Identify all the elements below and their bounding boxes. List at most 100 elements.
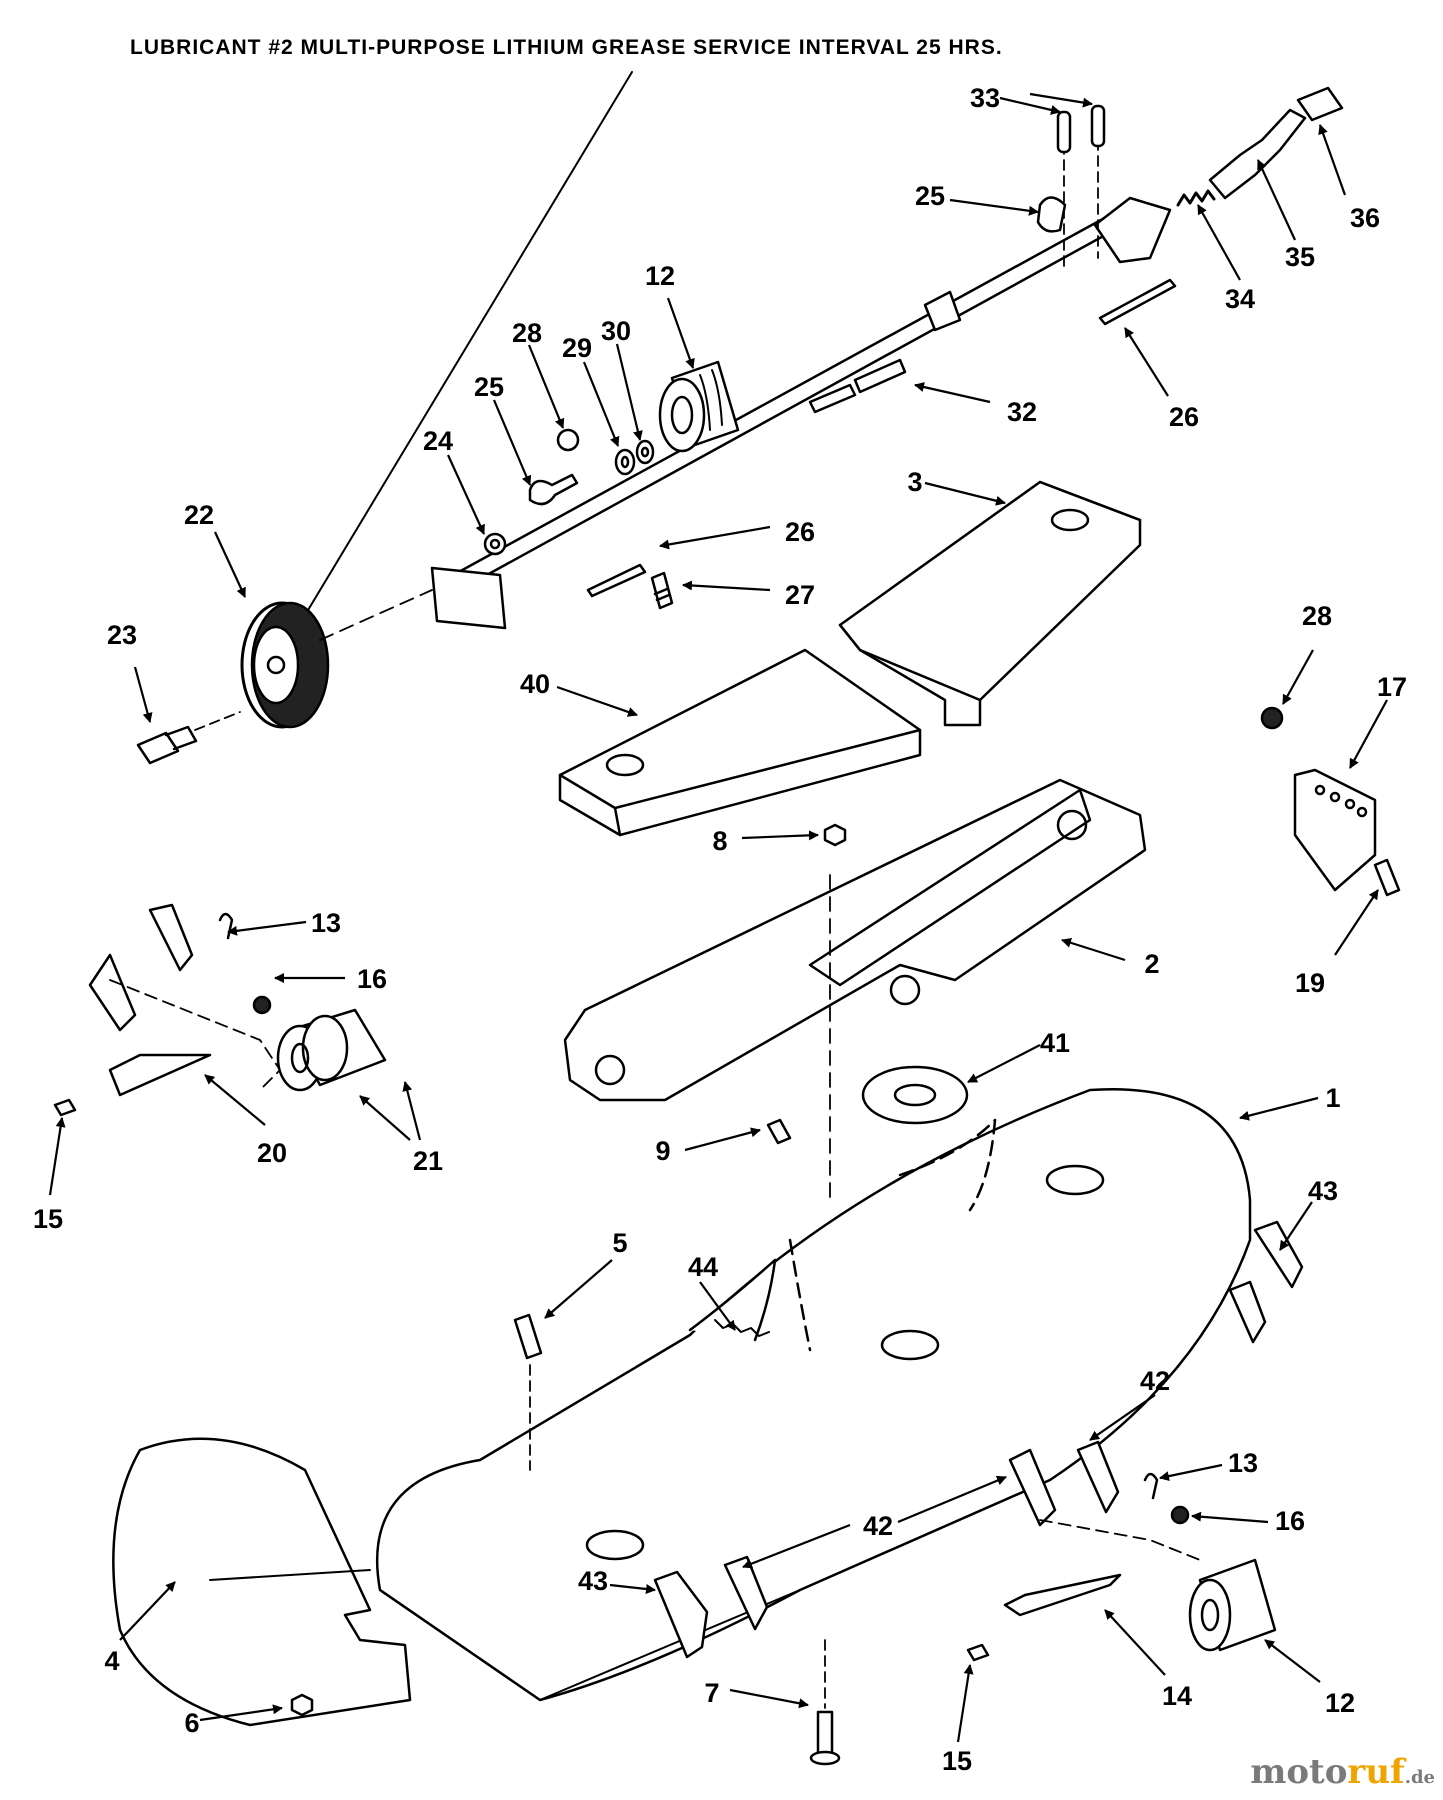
- part-label-15: 15: [942, 1746, 972, 1776]
- part-label-8: 8: [712, 826, 727, 856]
- roller-12-lower: [1188, 1558, 1277, 1652]
- plate-26-lower: [586, 563, 647, 598]
- part-label-14: 14: [1162, 1681, 1192, 1711]
- bolt-23: [136, 711, 241, 765]
- leader-42a: [1089, 1394, 1156, 1441]
- leader-2: [1061, 937, 1126, 962]
- leader-34: [1197, 204, 1241, 281]
- leader-43a: [1279, 1201, 1313, 1251]
- leader-3: [924, 481, 1006, 506]
- leader-23: [133, 666, 153, 723]
- part-label-12: 12: [1325, 1688, 1355, 1718]
- part-label-26: 26: [1169, 402, 1199, 432]
- part-label-35: 35: [1285, 242, 1315, 272]
- part-label-44: 44: [688, 1252, 718, 1282]
- watermark-brand-b: ruf: [1347, 1752, 1405, 1792]
- washer-29: [614, 448, 636, 476]
- leader-28b: [1282, 649, 1314, 705]
- leader-16b: [1191, 1511, 1269, 1524]
- part-label-16: 16: [357, 964, 387, 994]
- watermark-suffix: .de: [1404, 1767, 1435, 1788]
- part-label-3: 3: [907, 467, 922, 497]
- part-label-20: 20: [257, 1138, 287, 1168]
- part-label-24: 24: [423, 426, 453, 456]
- part-label-13: 13: [311, 908, 341, 938]
- leader-25b: [492, 399, 532, 486]
- leader-43b: [609, 1583, 656, 1594]
- part-label-25: 25: [474, 372, 504, 402]
- leader-13b: [1159, 1463, 1223, 1482]
- part-label-23: 23: [107, 620, 137, 650]
- nut-28-upper: [556, 428, 580, 452]
- nut-28-right: [1260, 706, 1284, 730]
- part-label-40: 40: [520, 669, 550, 699]
- roller-12-upper: [658, 360, 740, 453]
- part-label-21: 21: [413, 1146, 443, 1176]
- leader-27: [682, 580, 771, 592]
- part-label-41: 41: [1040, 1028, 1070, 1058]
- part-label-32: 32: [1007, 397, 1037, 427]
- part-label-30: 30: [601, 316, 631, 346]
- washer-30: [635, 439, 655, 465]
- part-label-19: 19: [1295, 968, 1325, 998]
- part-label-42: 42: [863, 1511, 893, 1541]
- bracket-42-43: [653, 1220, 1304, 1659]
- clip-25-upper: [1036, 196, 1067, 233]
- spring-34: [1176, 189, 1216, 207]
- leader-20: [204, 1074, 266, 1126]
- grease-leader-line: [289, 71, 633, 641]
- leader-36: [1318, 124, 1347, 196]
- part-label-26: 26: [785, 517, 815, 547]
- wheel-22: [240, 589, 433, 729]
- handle-35: [1208, 108, 1307, 200]
- part-label-43: 43: [578, 1566, 608, 1596]
- nut-8: [823, 823, 847, 847]
- grip-36: [1296, 86, 1344, 122]
- nut-24: [483, 532, 507, 556]
- leader-26a: [1124, 327, 1169, 397]
- pin-33: [1056, 104, 1106, 154]
- leader-24: [446, 454, 486, 535]
- part-label-22: 22: [184, 500, 214, 530]
- part-label-36: 36: [1350, 203, 1380, 233]
- leader-15a: [48, 1117, 66, 1196]
- part-label-42: 42: [1140, 1366, 1170, 1396]
- leader-42b: [742, 1523, 851, 1569]
- leader-19: [1334, 889, 1379, 956]
- leader-26b: [659, 525, 771, 550]
- leader-1: [1239, 1096, 1319, 1121]
- roller-21: [276, 1008, 387, 1092]
- leader-42c: [897, 1475, 1007, 1524]
- leader-40: [556, 685, 638, 717]
- leader-44: [699, 1281, 736, 1331]
- part-label-7: 7: [704, 1678, 719, 1708]
- leader-12a: [666, 297, 695, 369]
- bolt-27: [650, 571, 674, 610]
- part-label-13: 13: [1228, 1448, 1258, 1478]
- chute-4: [112, 1437, 412, 1727]
- leader-41: [967, 1044, 1041, 1083]
- part-label-34: 34: [1225, 284, 1255, 314]
- frame-2: [563, 778, 1147, 1201]
- part-label-5: 5: [612, 1228, 627, 1258]
- leader-17: [1349, 699, 1388, 769]
- leader-22: [214, 531, 246, 598]
- leader-9: [684, 1127, 761, 1152]
- leader-33a: [999, 96, 1061, 115]
- leader-14: [1104, 1609, 1166, 1676]
- cover-40: [558, 648, 922, 837]
- part-label-16: 16: [1275, 1506, 1305, 1536]
- part-label-4: 4: [104, 1646, 119, 1676]
- bolt-9: [766, 1118, 792, 1145]
- part-label-9: 9: [655, 1136, 670, 1166]
- leader-21a: [359, 1095, 411, 1141]
- plate-41: [861, 1065, 969, 1125]
- deck-1: [375, 1088, 1252, 1702]
- part-label-17: 17: [1377, 672, 1407, 702]
- leader-21b: [402, 1081, 422, 1141]
- clip-25-lower: [528, 473, 579, 506]
- bolt-5: [513, 1313, 543, 1471]
- leader-28a: [527, 344, 565, 429]
- bolt-19: [1373, 858, 1401, 897]
